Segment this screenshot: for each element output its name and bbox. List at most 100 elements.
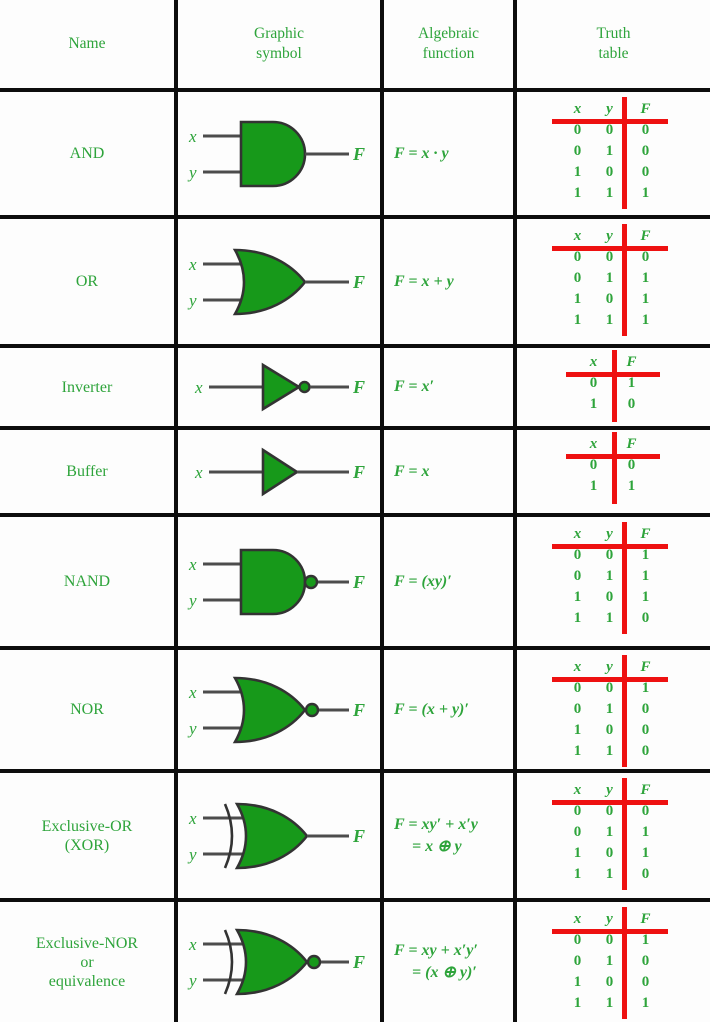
truth-cell: 1 <box>605 185 614 201</box>
header-graphic-symbol: Graphic symbol <box>178 0 384 88</box>
truth-vertical-red-line <box>621 224 627 336</box>
truth-cell: 0 <box>573 547 582 563</box>
truth-header: x <box>589 354 598 370</box>
truth-cell: 1 <box>573 722 582 738</box>
algebraic-function-nand: F = (xy)′ <box>384 517 517 646</box>
truth-header: y <box>606 101 613 117</box>
truth-cell: 1 <box>605 610 614 626</box>
gate-row-xnor: Exclusive-NOR or equivalence x y F F = x… <box>0 902 710 1022</box>
truth-cell: 1 <box>605 270 614 286</box>
truth-cell: 0 <box>627 396 636 412</box>
truth-cell: 1 <box>627 478 636 494</box>
truth-vertical-red-line <box>621 97 627 209</box>
algebraic-function-nor: F = (x + y)′ <box>384 650 517 769</box>
algebraic-function-and: F = x · y <box>384 92 517 215</box>
truth-horizontal-red-line <box>551 246 668 251</box>
truth-header: y <box>606 659 613 675</box>
truth-cell: 1 <box>573 866 582 882</box>
truth-header: F <box>640 911 651 927</box>
truth-cell: 1 <box>641 568 650 584</box>
gate-name-nor: NOR <box>0 650 178 769</box>
truth-cell: 0 <box>605 122 614 138</box>
nor-gate-symbol-cell: x y F <box>178 650 384 769</box>
truth-cell: 0 <box>641 974 650 990</box>
truth-cell: 1 <box>605 143 614 159</box>
truth-cell: 1 <box>573 974 582 990</box>
gate-row-xor: Exclusive-OR (XOR) x y F F = xy′ + x′y =… <box>0 773 710 902</box>
header-algebraic-line2: function <box>422 45 475 62</box>
truth-cell: 1 <box>573 845 582 861</box>
truth-header: x <box>573 782 582 798</box>
truth-cell: 0 <box>573 824 582 840</box>
truth-cell: 0 <box>605 845 614 861</box>
xor-gate-icon: x y F <box>187 802 365 869</box>
truth-cell: 0 <box>605 547 614 563</box>
truth-cell: 1 <box>573 589 582 605</box>
input-label-x: x <box>188 683 197 702</box>
truth-cell: 0 <box>605 803 614 819</box>
output-label-f: F <box>352 952 365 972</box>
truth-cell: 0 <box>573 932 582 948</box>
truth-cell: 1 <box>641 995 650 1011</box>
truth-cell: 0 <box>589 375 598 391</box>
gate-name-or: OR <box>0 219 178 344</box>
truth-header: x <box>573 228 582 244</box>
truth-header: y <box>606 228 613 244</box>
truth-table-inverter: x F 0 1 1 0 <box>517 348 710 426</box>
truth-cell: 1 <box>641 845 650 861</box>
input-label-y: y <box>187 591 197 610</box>
output-label-f: F <box>352 272 365 292</box>
truth-cell: 1 <box>627 375 636 391</box>
truth-header: x <box>573 526 582 542</box>
output-label-f: F <box>352 377 365 397</box>
truth-cell: 1 <box>573 995 582 1011</box>
truth-header: F <box>626 354 637 370</box>
truth-header: y <box>606 782 613 798</box>
truth-cell: 1 <box>573 743 582 759</box>
inverter-gate-symbol-cell: x F <box>178 348 384 426</box>
truth-header: F <box>640 782 651 798</box>
truth-cell: 0 <box>641 803 650 819</box>
algebraic-function-xor: F = xy′ + x′y = x ⊕ y <box>384 773 517 898</box>
buffer-gate-icon: x F <box>194 447 365 496</box>
truth-cell: 0 <box>605 974 614 990</box>
truth-cell: 0 <box>627 457 636 473</box>
header-row: Name Graphic symbol Algebraic function T… <box>0 0 710 92</box>
header-name-label: Name <box>68 35 106 52</box>
header-graphic-line1: Graphic <box>254 25 304 42</box>
truth-horizontal-red-line <box>551 929 668 934</box>
truth-horizontal-red-line <box>551 119 668 124</box>
input-label-y: y <box>187 291 197 310</box>
truth-cell: 1 <box>589 478 598 494</box>
output-label-f: F <box>352 572 365 592</box>
output-label-f: F <box>352 462 365 482</box>
input-label-y: y <box>187 845 197 864</box>
truth-cell: 0 <box>641 701 650 717</box>
truth-header: F <box>640 228 651 244</box>
gate-name-buffer: Buffer <box>0 430 178 513</box>
input-label-x: x <box>188 935 197 954</box>
output-label-f: F <box>352 826 365 846</box>
truth-cell: 1 <box>589 396 598 412</box>
gate-name-nand: NAND <box>0 517 178 646</box>
xnor-gate-symbol-cell: x y F <box>178 902 384 1022</box>
truth-header: F <box>640 526 651 542</box>
truth-cell: 1 <box>573 291 582 307</box>
truth-cell: 1 <box>641 185 650 201</box>
truth-cell: 1 <box>605 312 614 328</box>
truth-cell: 1 <box>641 270 650 286</box>
header-truth-table: Truth table <box>517 0 710 88</box>
truth-header: x <box>573 911 582 927</box>
gate-name-xor: Exclusive-OR (XOR) <box>0 773 178 898</box>
truth-cell: 1 <box>573 312 582 328</box>
and-gate-icon: x y F <box>187 120 365 187</box>
